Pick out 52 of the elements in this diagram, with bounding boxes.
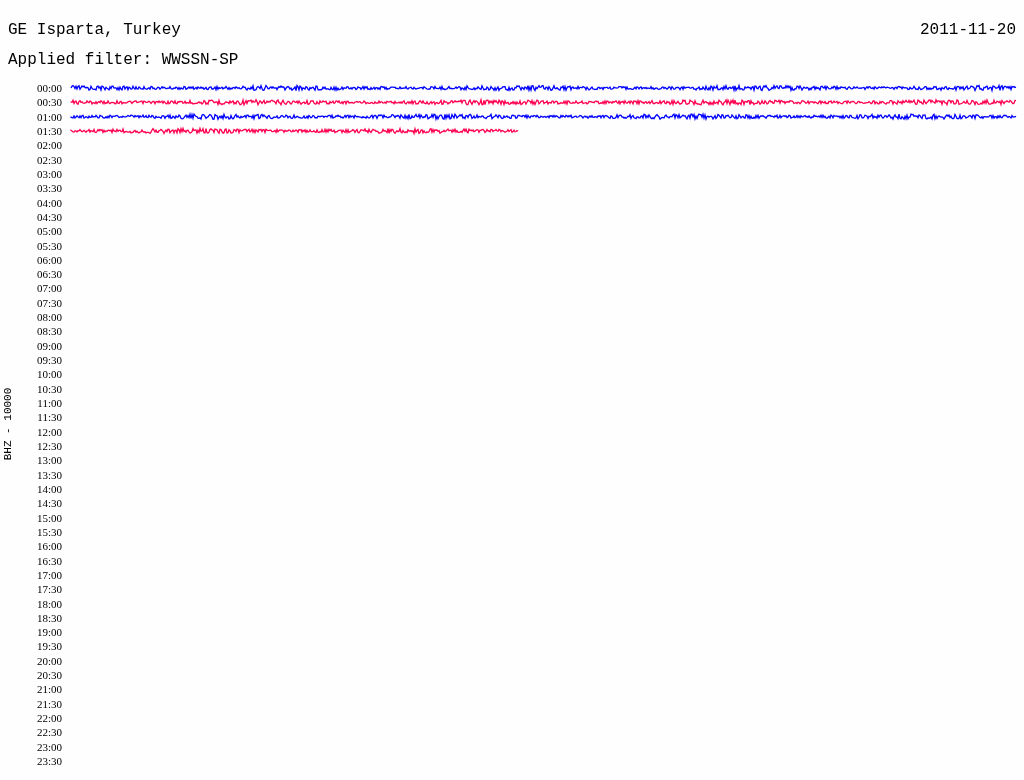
time-label: 07:00	[36, 282, 62, 295]
time-label: 14:00	[36, 482, 62, 495]
time-label: 19:00	[36, 626, 62, 639]
time-label: 13:00	[36, 454, 62, 467]
time-label: 08:00	[36, 311, 62, 324]
time-label: 10:30	[36, 382, 62, 395]
time-label: 13:30	[36, 468, 62, 481]
filter-label: Applied filter: WWSSN-SP	[8, 51, 239, 69]
time-label: 12:30	[36, 440, 62, 452]
time-label: 16:00	[36, 540, 62, 553]
time-label: 05:30	[36, 239, 62, 252]
time-label: 18:00	[36, 597, 62, 610]
date-label: 2011-11-20	[920, 21, 1016, 39]
time-label: 03:00	[36, 167, 62, 180]
time-label: 14:30	[36, 497, 62, 510]
time-label: 01:00	[36, 110, 62, 123]
time-label: 21:00	[36, 683, 62, 696]
time-label: 04:00	[36, 196, 62, 209]
time-label: 06:00	[36, 253, 62, 266]
time-label: 22:30	[36, 726, 62, 739]
time-label: 15:30	[36, 525, 62, 538]
time-label: 22:00	[36, 712, 62, 725]
time-label: 02:30	[36, 153, 62, 166]
time-label: 20:00	[36, 654, 62, 667]
time-label: 16:30	[36, 554, 62, 567]
time-label: 15:00	[36, 511, 62, 524]
time-label: 10:00	[36, 368, 62, 381]
time-label: 17:30	[36, 583, 62, 596]
channel-label: BHZ - 10000	[2, 386, 14, 463]
time-label: 23:30	[36, 755, 62, 768]
time-label: 07:30	[36, 296, 62, 309]
time-label: 18:30	[36, 611, 62, 624]
time-label: 12:00	[36, 425, 62, 438]
time-label: 01:30	[36, 124, 62, 137]
time-label: 06:30	[36, 268, 62, 281]
time-label: 19:30	[36, 640, 62, 653]
time-label: 05:00	[36, 225, 62, 238]
time-label: 09:00	[36, 339, 62, 352]
time-label: 03:30	[36, 182, 62, 195]
plot-title: GE Isparta, Turkey	[8, 21, 181, 39]
time-label: 00:00	[36, 82, 62, 94]
time-label: 00:30	[36, 96, 62, 109]
time-label: 21:30	[36, 697, 62, 710]
time-label: 11:30	[37, 411, 62, 424]
time-label: 23:00	[36, 740, 62, 753]
time-label: 09:30	[36, 354, 62, 367]
time-label: 02:00	[36, 139, 62, 152]
time-label: 08:30	[36, 325, 62, 338]
time-label: 17:00	[36, 568, 62, 581]
time-label: 04:30	[36, 210, 62, 223]
time-label: 20:30	[36, 669, 62, 682]
time-label: 11:00	[37, 397, 62, 410]
